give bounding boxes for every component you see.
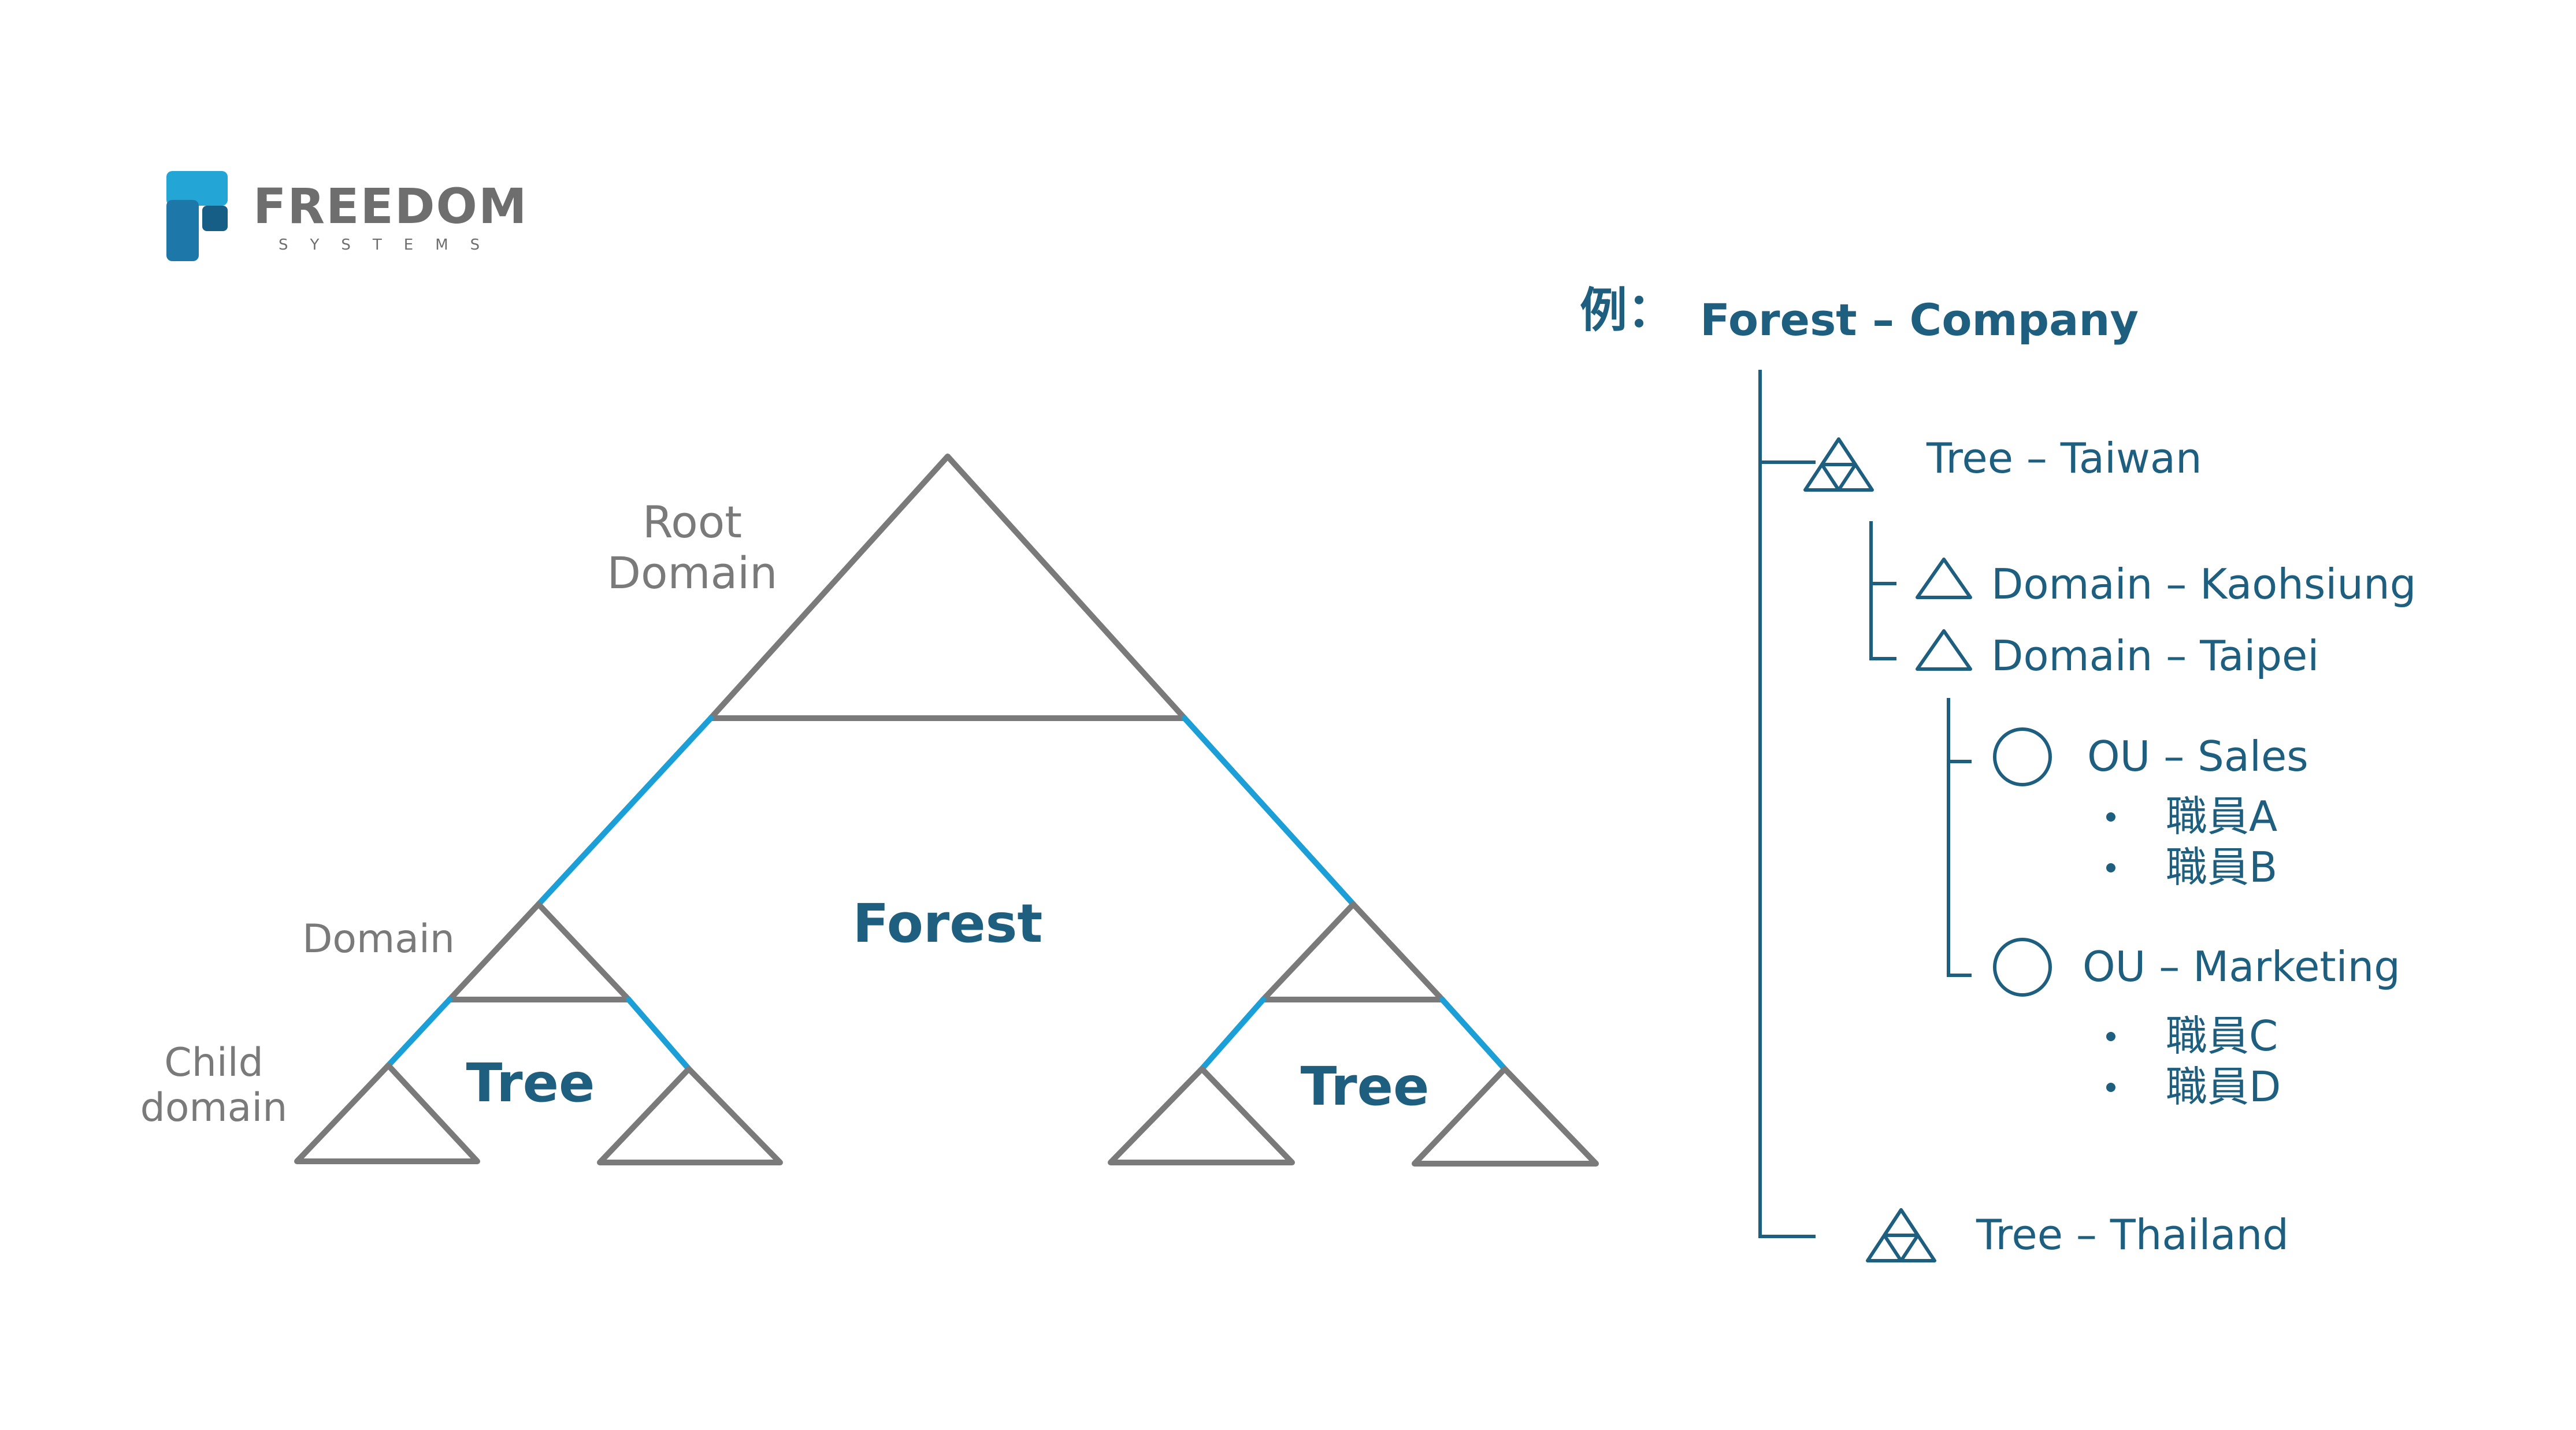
- tree-label-right: Tree: [1301, 1056, 1430, 1117]
- left-tree-child-domain-1: [294, 1063, 480, 1164]
- forest-left-edge: [536, 715, 714, 907]
- example-tree-taiwan: Tree – Taiwan: [1926, 434, 2202, 482]
- example-ou-sales: OU – Sales: [2087, 732, 2308, 781]
- bullet-icon: [2106, 1083, 2115, 1092]
- left-tree-right-edge: [626, 997, 692, 1072]
- right-tree-child-domain-1: [1108, 1066, 1295, 1165]
- example-employee-b: 職員B: [2166, 843, 2277, 892]
- root-domain-label-line2: Domain: [607, 547, 778, 599]
- forest-label: Forest: [853, 893, 1043, 954]
- forest-diagram-labels: Root Domain Forest Domain Child domain T…: [140, 496, 1430, 1131]
- triforce-icon: [1866, 1208, 1936, 1262]
- left-tree-child-domain-2: [597, 1066, 783, 1165]
- bullet-icon: [2106, 812, 2115, 822]
- root-domain-label-line1: Root: [643, 496, 742, 548]
- example-employee-c: 職員C: [2166, 1012, 2278, 1060]
- example-employee-d: 職員D: [2166, 1063, 2281, 1111]
- hierarchy-connectors: [1758, 370, 1972, 1238]
- freedom-systems-logo: FREEDOM SYSTEMS: [166, 171, 528, 261]
- bullet-icon: [2106, 863, 2115, 872]
- left-tree-left-edge: [385, 997, 452, 1068]
- example-domain-taipei: Domain – Taipei: [1991, 632, 2319, 680]
- example-prefix: 例：: [1580, 283, 1675, 338]
- logo-tagline-text: SYSTEMS: [279, 236, 502, 254]
- example-tree-thailand: Tree – Thailand: [1976, 1210, 2289, 1259]
- forest-right-edge: [1182, 715, 1356, 907]
- logo-mark-icon: [166, 171, 228, 261]
- triforce-icon: [1803, 437, 1874, 492]
- example-ou-marketing: OU – Marketing: [2083, 942, 2400, 991]
- example-forest-label: Forest – Company: [1700, 294, 2139, 346]
- example-hierarchy: 例： Forest – Company Tree – Taiwan Domain…: [1580, 283, 2416, 1262]
- right-tree-child-domain-2: [1412, 1066, 1599, 1167]
- bullet-icon: [2106, 1032, 2115, 1041]
- example-domain-kaohsiung: Domain – Kaohsiung: [1991, 560, 2416, 608]
- triangle-icon: [1916, 558, 1972, 599]
- example-employee-a: 職員A: [2166, 792, 2277, 841]
- circle-icon: [1993, 938, 2052, 997]
- right-tree-left-edge: [1199, 997, 1266, 1072]
- left-tree-domain-triangle: [447, 901, 632, 1002]
- circle-icon: [1993, 727, 2052, 786]
- root-domain-triangle: [708, 454, 1187, 721]
- child-domain-label-line2: domain: [140, 1085, 288, 1131]
- forest-diagram: [294, 454, 1599, 1167]
- domain-label: Domain: [302, 916, 455, 962]
- logo-brand-text: FREEDOM: [253, 178, 528, 235]
- child-domain-label-line1: Child: [164, 1040, 263, 1086]
- right-tree-right-edge: [1439, 997, 1508, 1072]
- tree-label-left: Tree: [466, 1052, 595, 1114]
- right-tree-domain-triangle: [1260, 901, 1445, 1002]
- triangle-icon: [1916, 629, 1972, 671]
